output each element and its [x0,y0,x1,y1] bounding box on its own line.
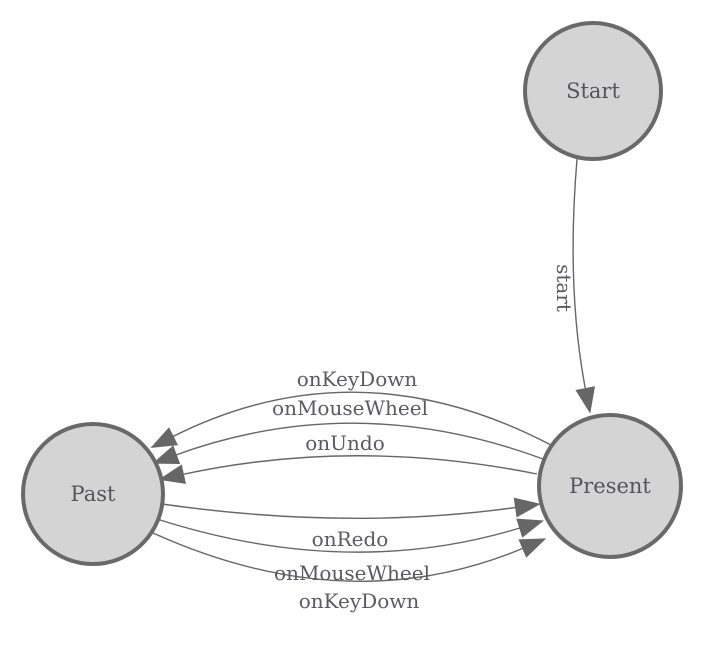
node-present[interactable]: Present [537,413,683,559]
edge-label-onmousewheel-top: onMouseWheel [272,396,428,420]
past-node-circle[interactable] [21,422,165,566]
edge-past-to-present-onkeydown [152,532,547,582]
node-start[interactable]: Start [523,21,663,161]
edge-start-to-present [572,158,596,414]
edge-past-to-present-onredo [161,497,541,519]
edge-label-onredo: onRedo [312,527,389,551]
edge-label-onkeydown-bottom: onKeyDown [299,589,420,613]
past-node-label: Past [71,482,116,506]
edge-present-to-past-onmousewheel [152,422,544,464]
edge-label-group: start onKeyDown onMouseWheel onUndo onRe… [272,264,576,613]
edge-label-onmousewheel-bottom: onMouseWheel [274,561,430,585]
present-node-circle[interactable] [537,413,683,559]
edge-label-onkeydown-top: onKeyDown [297,367,418,391]
node-past[interactable]: Past [21,422,165,566]
edge-label-onundo: onUndo [305,431,385,455]
edge-label-start: start [552,264,576,312]
edge-group [150,158,596,582]
start-node-label: Start [566,79,620,103]
start-node-circle[interactable] [523,21,663,161]
edge-present-to-past-onkeydown [150,391,552,448]
present-node-label: Present [569,474,651,498]
edge-past-to-present-onmousewheel [156,518,545,553]
edge-present-to-past-onundo [158,455,538,484]
